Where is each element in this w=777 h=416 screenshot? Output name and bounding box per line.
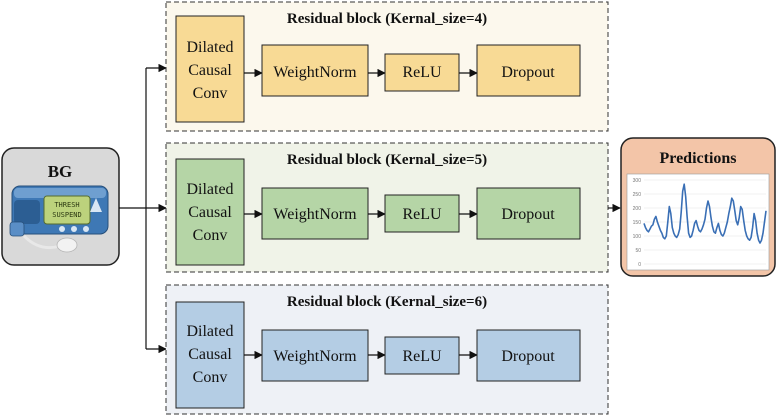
block-title: Residual block (Kernal_size=4) xyxy=(287,11,487,27)
dropout-label: Dropout xyxy=(501,206,555,223)
relu-label: ReLU xyxy=(402,64,442,81)
input-connectors xyxy=(119,63,167,354)
conv-label-line-1: Dilated xyxy=(186,181,233,198)
relu-label: ReLU xyxy=(402,206,442,223)
bg-input-panel: BG THRESH SUSPEND xyxy=(1,147,120,266)
weightnorm-label: WeightNorm xyxy=(273,206,357,223)
weightnorm-label: WeightNorm xyxy=(273,64,357,81)
conv-label-line-3: Conv xyxy=(193,369,228,386)
insulin-pump-icon: THRESH SUSPEND xyxy=(9,185,109,253)
dropout-label: Dropout xyxy=(501,64,555,81)
predictions-label: Predictions xyxy=(659,150,736,167)
y-tick-label: 100 xyxy=(633,234,642,240)
conv-label-line-3: Conv xyxy=(193,85,228,102)
y-tick-label: 300 xyxy=(633,178,642,184)
y-tick-label: 0 xyxy=(638,262,641,268)
prediction-series-line xyxy=(643,183,767,244)
conv-label-line-2: Causal xyxy=(188,346,232,363)
y-tick-label: 200 xyxy=(633,206,642,212)
bg-label: BG xyxy=(48,162,73,181)
relu-label: ReLU xyxy=(402,348,442,365)
residual-block-1: Residual block (Kernal_size=4) Dilated C… xyxy=(165,1,609,132)
block-title: Residual block (Kernal_size=5) xyxy=(287,152,487,168)
conv-label-line-3: Conv xyxy=(193,227,228,244)
conv-label-line-2: Causal xyxy=(188,204,232,221)
conv-label-line-1: Dilated xyxy=(186,39,233,56)
predictions-panel: Predictions 300 250 200 150 100 50 0 xyxy=(620,137,776,277)
dropout-label: Dropout xyxy=(501,348,555,365)
weightnorm-label: WeightNorm xyxy=(273,348,357,365)
y-tick-label: 150 xyxy=(633,220,642,226)
block-title: Residual block (Kernal_size=6) xyxy=(287,294,487,310)
conv-label-line-1: Dilated xyxy=(186,323,233,340)
y-tick-label: 250 xyxy=(633,192,642,198)
pump-screen-line-1: THRESH xyxy=(54,201,79,209)
residual-block-2: Residual block (Kernal_size=5) Dilated C… xyxy=(165,142,609,273)
pump-screen-line-2: SUSPEND xyxy=(52,211,82,219)
conv-label-line-2: Causal xyxy=(188,62,232,79)
residual-block-3: Residual block (Kernal_size=6) Dilated C… xyxy=(165,284,609,415)
y-tick-label: 50 xyxy=(635,248,641,254)
prediction-chart-ticks: 300 250 200 150 100 50 0 xyxy=(633,178,642,268)
